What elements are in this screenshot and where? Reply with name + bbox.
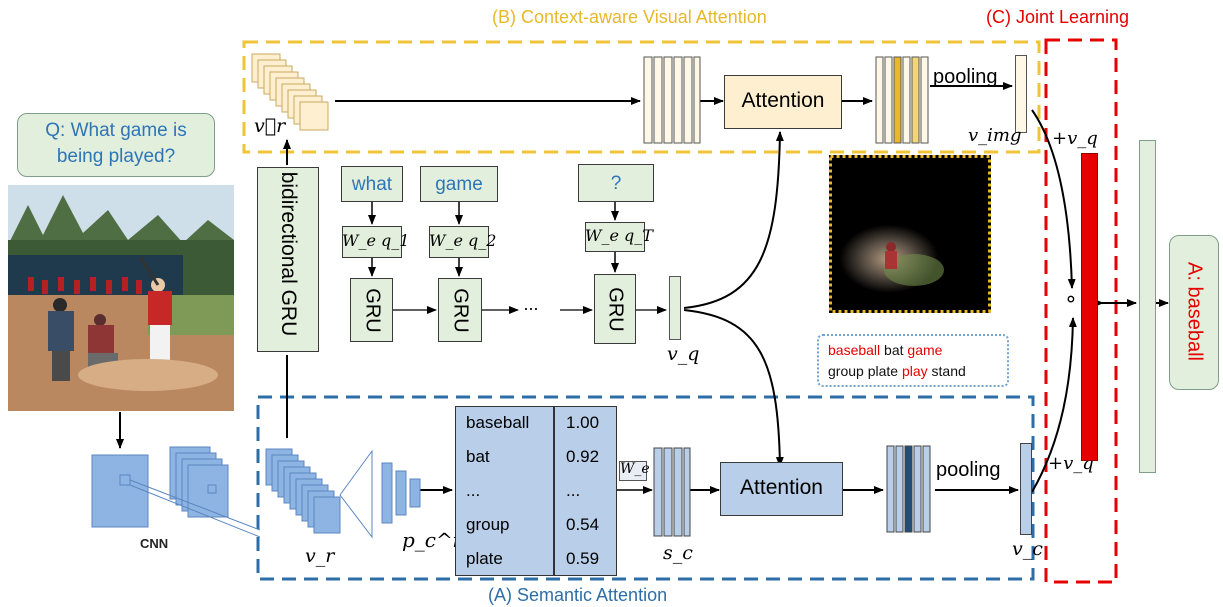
word-what: what	[351, 174, 393, 195]
elementwise-product-symbol: ∘	[1064, 286, 1078, 311]
vq-to-attention-top	[683, 131, 784, 309]
embedding-label-T: W_e q_T	[585, 226, 653, 245]
gru-label-1: GRU	[361, 288, 384, 333]
attention-semantic-label: Attention	[740, 476, 823, 499]
gru-label-2: GRU	[449, 288, 472, 333]
question-box	[17, 113, 215, 177]
detected-concepts-box	[817, 334, 1009, 387]
concept-word-0: baseball	[466, 413, 530, 432]
word-game: game	[435, 174, 483, 195]
concept-score-0: 1.00	[566, 413, 600, 432]
baseball-photo	[8, 185, 234, 411]
output-vector	[1139, 140, 1156, 473]
we-box	[619, 461, 647, 481]
concept-table-divider	[553, 407, 555, 575]
flattened-features	[643, 56, 701, 144]
word-box-question-mark	[578, 164, 654, 202]
semantic-attention-region	[256, 395, 1035, 581]
answer-text: A: baseball	[1183, 262, 1206, 361]
region-features-stack	[265, 448, 421, 539]
concept-score-2: ...	[566, 481, 581, 500]
v-img-vector	[1015, 55, 1027, 133]
detected-concepts-line2: group plate play stand	[828, 363, 966, 379]
attention-visual-label: Attention	[741, 89, 825, 112]
v-img-label: v_img	[968, 125, 1022, 146]
gru-box-T	[594, 274, 636, 344]
context-attention-region	[242, 40, 1041, 154]
word-box-game	[420, 166, 498, 202]
embedding-box-2	[429, 226, 489, 258]
vr-label: v_r	[305, 545, 335, 567]
attention-visual-box	[724, 75, 842, 129]
bidirectional-features-stack	[251, 53, 329, 131]
vq-to-attention-bottom	[683, 309, 784, 467]
plus-vq-top-label: +v_q	[1052, 128, 1098, 149]
we-label: W_e	[620, 461, 650, 477]
word-question-mark: ?	[610, 173, 622, 194]
joint-vector	[1081, 153, 1098, 461]
embedding-label-1: W_e q_1	[342, 231, 410, 250]
concept-score-1: 0.92	[566, 447, 600, 466]
concept-score-3: 0.54	[566, 515, 600, 534]
concept-word-4: plate	[466, 549, 503, 568]
detected-concepts-line1: baseball bat game	[828, 342, 943, 358]
vr-bidirectional-label: v⃡r	[254, 115, 286, 137]
concept-word-3: group	[466, 515, 510, 534]
v-c-label: v_c	[1012, 538, 1043, 560]
attention-map-image	[829, 155, 991, 313]
weighted-visual-features	[875, 56, 929, 144]
s-c-label: s_c	[663, 542, 693, 564]
v-q-vector	[669, 276, 681, 340]
bidirectional-gru-box	[257, 167, 319, 352]
concept-word-2: ...	[466, 481, 481, 500]
v-q-label: v_q	[667, 343, 700, 365]
gru-ellipsis: ···	[523, 298, 539, 318]
weighted-semantic-features	[886, 445, 931, 533]
joint-learning-region	[1044, 38, 1118, 584]
pooling-top-label: pooling	[933, 66, 998, 88]
pooling-bottom-label: pooling	[936, 459, 1001, 481]
context-attention-title: (B) Context-aware Visual Attention	[492, 7, 767, 27]
cnn-block	[91, 446, 260, 538]
attention-semantic-box	[720, 462, 843, 516]
gru-box-2	[438, 278, 482, 342]
concept-score-4: 0.59	[566, 549, 600, 568]
v-c-vector	[1020, 443, 1032, 535]
embedding-label-2: W_e q_2	[429, 231, 497, 250]
word-box-what	[341, 166, 403, 202]
question-text: Q: What game is being played?	[45, 120, 187, 167]
cnn-label: CNN	[140, 536, 169, 551]
bidirectional-gru-label: bidirectional GRU	[277, 171, 300, 337]
embedding-box-T	[585, 222, 645, 252]
concept-score-table	[455, 406, 617, 576]
semantic-concept-features	[653, 447, 691, 537]
gru-label-T: GRU	[604, 287, 627, 332]
concept-word-1: bat	[466, 447, 490, 466]
semantic-attention-title: (A) Semantic Attention	[488, 585, 668, 605]
joint-learning-title: (C) Joint Learning	[986, 7, 1130, 27]
embedding-box-1	[342, 226, 402, 258]
gru-box-1	[350, 278, 393, 342]
answer-box	[1169, 235, 1219, 390]
